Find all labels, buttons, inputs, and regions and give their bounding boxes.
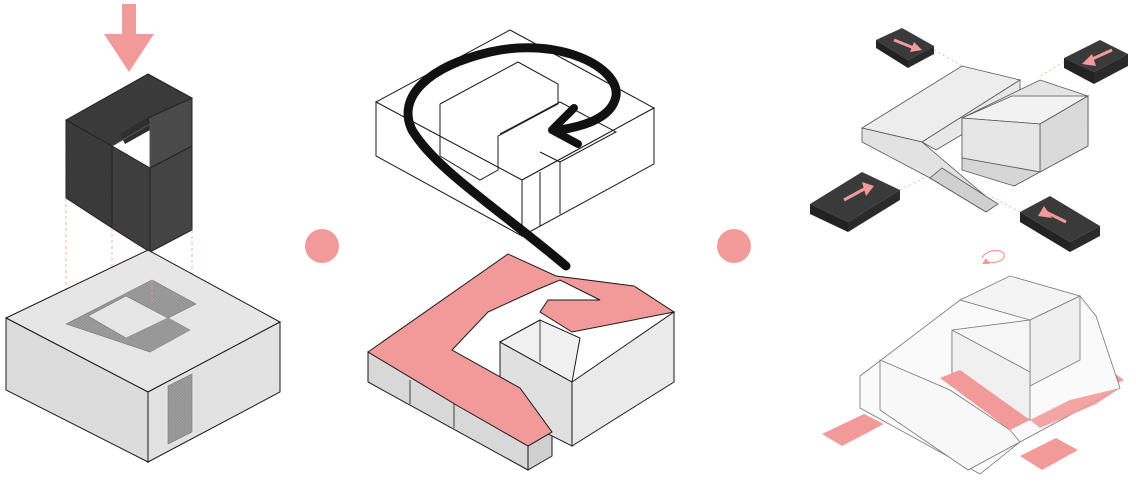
entry-pad-top-left xyxy=(876,28,934,68)
down-arrow-icon xyxy=(104,4,154,72)
base-block xyxy=(6,250,280,462)
entry-pad-bottom-left xyxy=(810,172,900,232)
entry-pad-bottom-right xyxy=(1020,196,1100,252)
separator-dot xyxy=(717,229,751,263)
circulation-block xyxy=(368,254,674,470)
rotate-icon xyxy=(982,251,1004,264)
dark-massing-block xyxy=(66,74,192,252)
panel-subtraction xyxy=(6,4,280,462)
entry-pad-top-right xyxy=(1064,40,1128,84)
panel-access xyxy=(810,28,1128,474)
panel-circulation xyxy=(368,30,674,470)
separator-dot xyxy=(305,229,339,263)
access-massing-lower xyxy=(822,276,1124,474)
